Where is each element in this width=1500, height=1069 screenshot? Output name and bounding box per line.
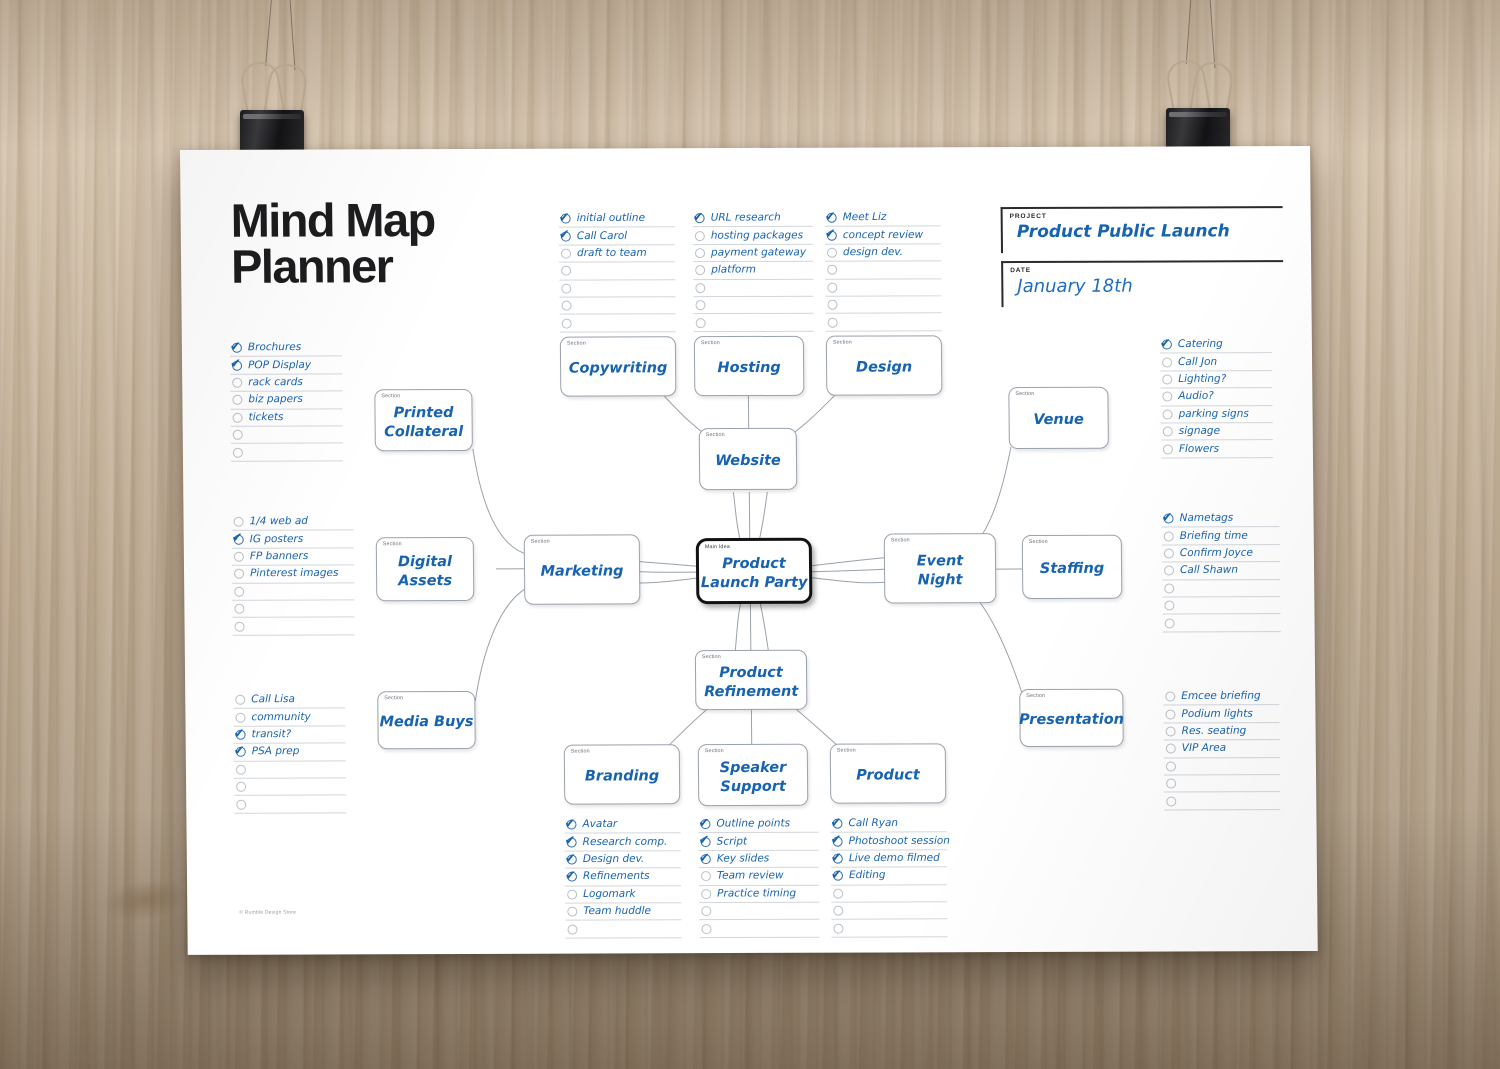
- node-label: Website: [715, 452, 781, 470]
- node-label: Hosting: [717, 359, 781, 377]
- node-label: Media Buys: [379, 713, 474, 731]
- node-label: Product: [856, 767, 920, 784]
- node-marketing[interactable]: Section Marketing: [523, 534, 641, 605]
- node-label: Venue: [1033, 411, 1084, 428]
- node-media-buys[interactable]: Section Media Buys: [377, 690, 476, 750]
- node-label: Branding: [584, 768, 660, 785]
- wood-top-shading: [0, 0, 1500, 150]
- node-label: Marketing: [540, 563, 624, 580]
- node-label: Staffing: [1039, 560, 1105, 577]
- node-venue[interactable]: Section Venue: [1008, 386, 1109, 450]
- node-branding[interactable]: Section Branding: [563, 744, 681, 805]
- node-label: Design: [855, 359, 913, 376]
- node-hosting[interactable]: Section Hosting: [693, 335, 805, 397]
- planner-sheet: Mind Map Planner © Rumble Design Store P…: [179, 146, 1318, 955]
- node-label: Copywriting: [568, 360, 668, 377]
- node-staffing[interactable]: Section Staffing: [1021, 534, 1123, 600]
- node-label: Presentation: [1019, 711, 1125, 729]
- node-design[interactable]: Section Design: [825, 335, 943, 396]
- node-presentation[interactable]: Section Presentation: [1019, 688, 1125, 748]
- node-product[interactable]: Section Product: [829, 743, 947, 804]
- node-copywriting[interactable]: Section Copywriting: [559, 336, 677, 397]
- node-website[interactable]: Section Website: [698, 427, 798, 491]
